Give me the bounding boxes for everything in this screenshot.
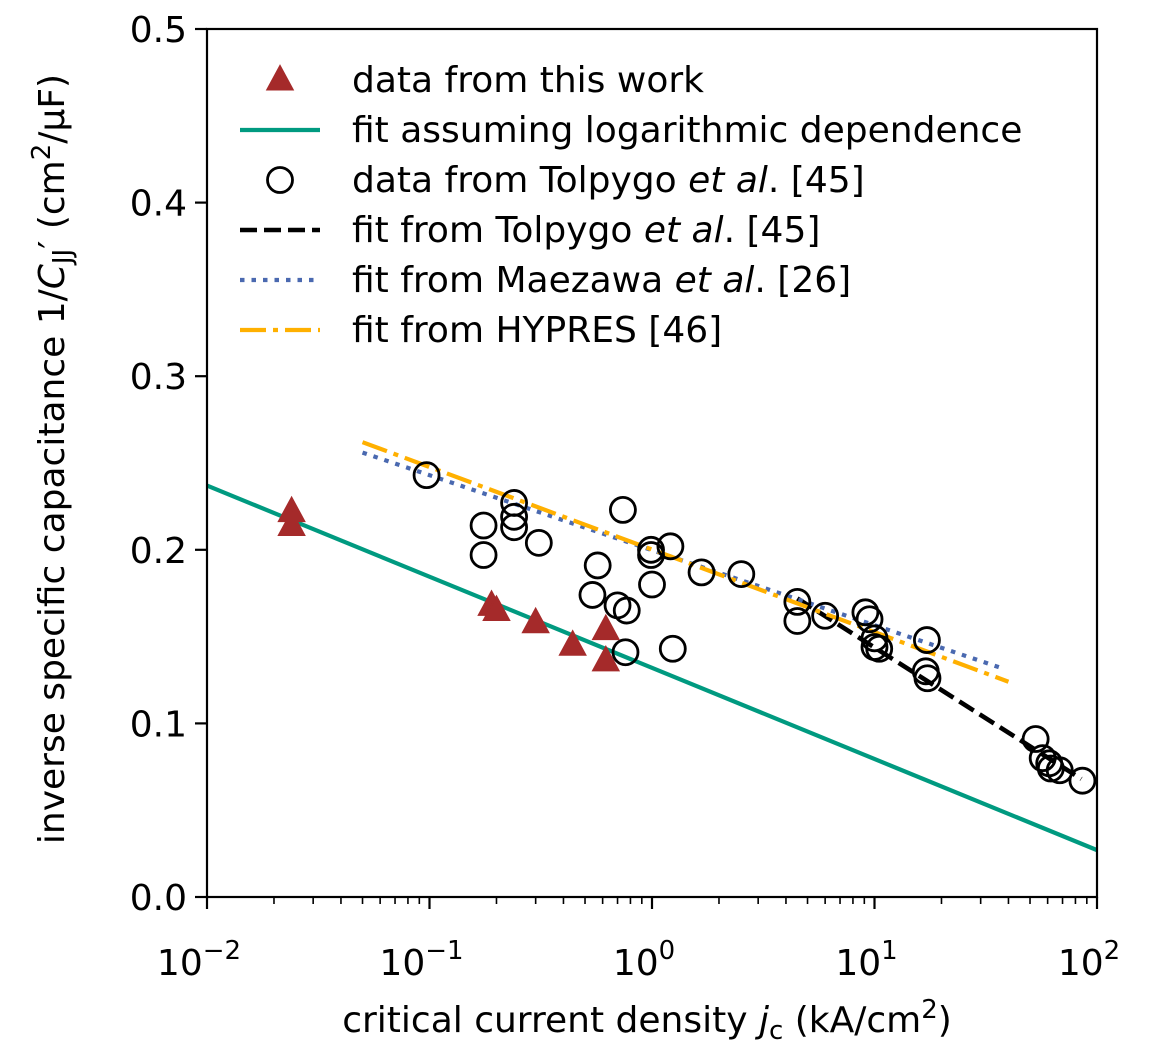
fit-line-1 bbox=[206, 483, 1098, 853]
data-point-tolpygo bbox=[865, 634, 894, 663]
data-point-tolpygo bbox=[612, 596, 641, 625]
legend-label: fit assuming logarithmic dependence bbox=[352, 110, 1022, 151]
x-axis-ticks: 10−2 10−1 100 101 102 bbox=[157, 897, 1120, 984]
legend-label: fit from HYPRES [46] bbox=[352, 310, 722, 351]
data-point-this-work bbox=[591, 613, 621, 641]
data-point-tolpygo bbox=[469, 541, 498, 569]
legend-label: fit from Maezawa et al. [26] bbox=[352, 260, 851, 301]
data-point-tolpygo bbox=[1068, 766, 1097, 795]
x-tick-label: 101 bbox=[835, 936, 897, 984]
data-point-tolpygo bbox=[783, 587, 812, 616]
data-markers bbox=[277, 461, 1097, 795]
legend-label: data from this work bbox=[352, 60, 704, 101]
data-point-tolpygo bbox=[469, 511, 498, 540]
data-point-tolpygo bbox=[913, 664, 942, 693]
legend-entry: fit from Maezawa et al. [26] bbox=[240, 260, 851, 301]
data-point-tolpygo bbox=[500, 513, 528, 542]
x-axis-label: critical current density jc (kA/cm2) bbox=[342, 995, 952, 1046]
data-point-tolpygo bbox=[412, 461, 441, 490]
data-point-tolpygo bbox=[611, 638, 640, 667]
legend-entry: data from Tolpygo et al. [45] bbox=[266, 160, 865, 201]
data-point-tolpygo bbox=[656, 532, 685, 561]
y-tick-label: 0.4 bbox=[130, 184, 187, 225]
legend-marker-circle bbox=[266, 166, 294, 194]
x-tick-label: 102 bbox=[1058, 936, 1120, 984]
legend: data from this work fit assuming logarith… bbox=[240, 60, 1022, 351]
x-tick-label: 10−1 bbox=[379, 936, 463, 984]
data-point-tolpygo bbox=[913, 626, 941, 654]
y-axis-label: inverse specific capacitance 1/CJJ′ (cm2… bbox=[27, 74, 78, 844]
x-tick-label: 10−2 bbox=[157, 936, 241, 984]
legend-entry: data from this work bbox=[265, 60, 704, 101]
data-point-tolpygo bbox=[727, 560, 756, 589]
data-point-this-work bbox=[591, 645, 621, 672]
data-point-tolpygo bbox=[687, 558, 716, 587]
data-point-tolpygo bbox=[1021, 725, 1050, 753]
fit-line-5 bbox=[361, 440, 1010, 684]
data-point-tolpygo bbox=[578, 581, 607, 609]
y-tick-label: 0.3 bbox=[130, 357, 187, 398]
data-point-this-work bbox=[558, 629, 587, 656]
y-tick-label: 0.1 bbox=[130, 704, 187, 745]
data-point-this-work bbox=[521, 606, 550, 634]
data-point-tolpygo bbox=[1045, 756, 1074, 785]
legend-entry: fit assuming logarithmic dependence bbox=[240, 110, 1022, 151]
data-point-tolpygo bbox=[638, 570, 666, 599]
data-point-tolpygo bbox=[1036, 754, 1065, 783]
data-point-tolpygo bbox=[851, 598, 880, 627]
fit-lines bbox=[206, 440, 1098, 853]
legend-label: data from Tolpygo et al. [45] bbox=[352, 160, 865, 201]
legend-label: fit from Tolpygo et al. [45] bbox=[352, 210, 820, 251]
data-point-tolpygo bbox=[855, 605, 884, 634]
data-point-tolpygo bbox=[603, 591, 632, 620]
data-point-this-work bbox=[482, 594, 511, 622]
y-tick-label: 0.5 bbox=[130, 10, 187, 51]
legend-marker-triangle bbox=[265, 64, 295, 91]
data-point-this-work bbox=[277, 509, 306, 536]
x-tick-label: 100 bbox=[613, 936, 675, 984]
legend-entry: fit from Tolpygo et al. [45] bbox=[240, 210, 820, 251]
data-point-tolpygo bbox=[658, 634, 687, 663]
y-tick-label: 0.2 bbox=[130, 531, 187, 572]
data-point-tolpygo bbox=[609, 495, 637, 524]
y-tick-label: 0.0 bbox=[130, 878, 187, 919]
data-point-tolpygo bbox=[783, 607, 812, 635]
data-point-tolpygo bbox=[811, 601, 840, 630]
data-point-tolpygo bbox=[500, 502, 528, 531]
data-point-tolpygo bbox=[637, 541, 665, 569]
data-point-tolpygo bbox=[524, 528, 553, 557]
data-point-tolpygo bbox=[583, 551, 612, 580]
y-axis-ticks: 0.0 0.1 0.2 0.3 0.4 0.5 bbox=[130, 10, 207, 919]
legend-entry: fit from HYPRES [46] bbox=[240, 310, 722, 351]
